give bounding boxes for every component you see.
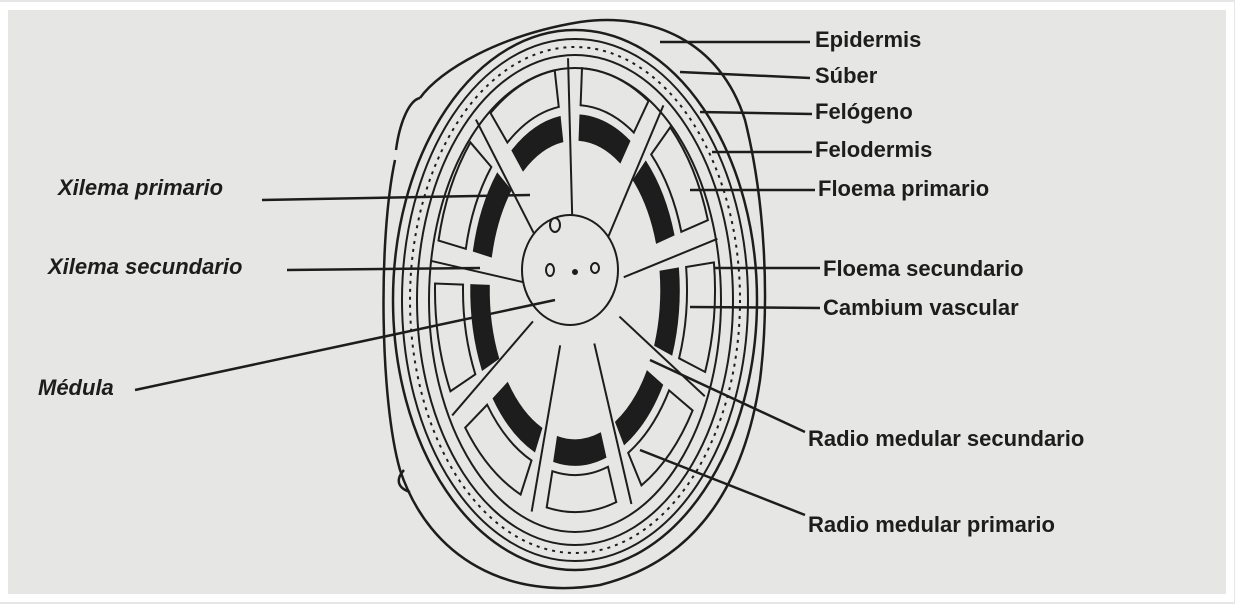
label-epidermis: Epidermis	[815, 27, 921, 52]
label-floema-primario: Floema primario	[818, 176, 989, 201]
label-felogeno: Felógeno	[815, 99, 913, 124]
label-xilema-secundario: Xilema secundario	[46, 254, 242, 279]
label-medula: Médula	[38, 375, 114, 400]
label-floema-secundario: Floema secundario	[823, 256, 1024, 281]
medulla	[522, 215, 618, 325]
label-radio-medular-primario: Radio medular primario	[808, 512, 1055, 537]
pith-cell	[573, 270, 577, 274]
medulla-core	[522, 215, 618, 325]
label-cambium-vascular: Cambium vascular	[823, 295, 1019, 320]
label-xilema-primario: Xilema primario	[56, 175, 223, 200]
leader-cambium-vascular	[690, 307, 820, 308]
label-felodermis: Felodermis	[815, 137, 932, 162]
label-suber: Súber	[815, 63, 878, 88]
label-radio-medular-secundario: Radio medular secundario	[808, 426, 1084, 451]
